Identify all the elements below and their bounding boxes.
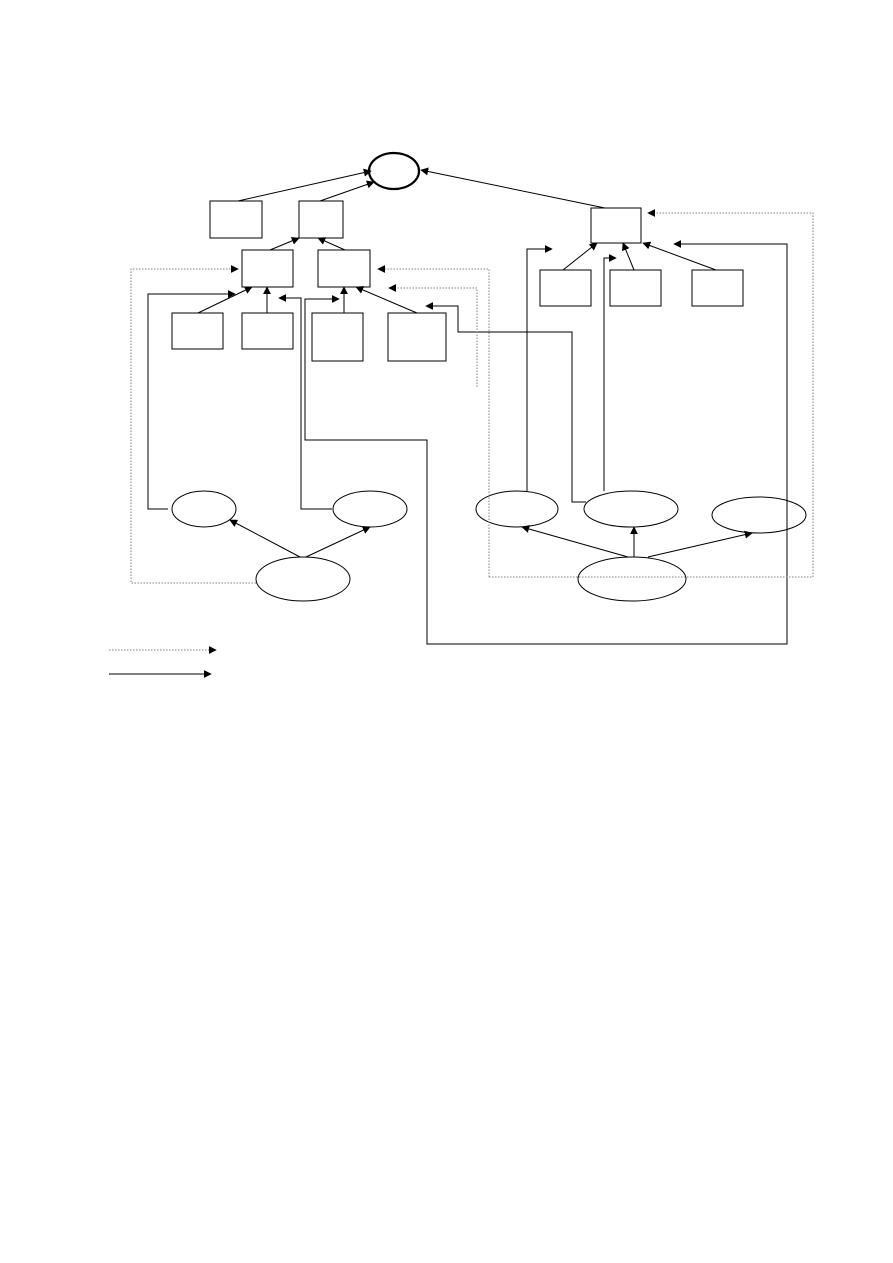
box-a bbox=[209, 200, 263, 239]
box-k bbox=[609, 269, 662, 307]
ellipse-2 bbox=[332, 490, 408, 528]
link-4-c bbox=[526, 245, 553, 491]
link-5-c bbox=[603, 254, 617, 491]
ellipse-7 bbox=[577, 556, 687, 602]
box-e bbox=[317, 249, 371, 288]
edge-f-d bbox=[197, 286, 253, 314]
ellipse-1 bbox=[171, 490, 237, 528]
dotted-group-right bbox=[489, 209, 814, 578]
link-6-e bbox=[304, 295, 788, 645]
dotted-group-middle bbox=[377, 265, 490, 577]
dotted-right-branch bbox=[388, 284, 478, 387]
edge-d-b bbox=[269, 237, 300, 251]
edge-j-c bbox=[562, 242, 598, 271]
ellipse-5 bbox=[583, 490, 679, 528]
box-h bbox=[311, 312, 364, 362]
box-b bbox=[298, 200, 344, 239]
box-c bbox=[590, 207, 642, 244]
box-j bbox=[539, 269, 592, 307]
edge-k-c bbox=[622, 242, 635, 271]
edge-3-2 bbox=[305, 526, 371, 558]
ellipse-6 bbox=[711, 496, 807, 534]
root-node bbox=[367, 151, 421, 191]
ellipse-3 bbox=[255, 556, 351, 602]
box-l bbox=[691, 269, 744, 307]
edge-7-4 bbox=[521, 525, 629, 558]
ellipse-4 bbox=[475, 490, 559, 528]
legend bbox=[109, 646, 217, 678]
edge-a-root bbox=[237, 168, 372, 202]
box-g bbox=[241, 312, 294, 350]
link-5-e bbox=[425, 302, 586, 503]
edge-i-e bbox=[355, 286, 418, 314]
edge-3-1 bbox=[229, 519, 301, 558]
link-6-c bbox=[673, 240, 788, 498]
edge-b-root bbox=[319, 180, 375, 202]
link-2-d bbox=[278, 294, 332, 510]
dotted-group-left bbox=[130, 265, 256, 584]
edge-l-c bbox=[642, 241, 717, 271]
link-1-d bbox=[147, 290, 236, 510]
box-d bbox=[241, 249, 294, 288]
box-f bbox=[171, 312, 224, 350]
edge-c-root bbox=[420, 167, 606, 209]
box-i bbox=[387, 312, 447, 362]
edge-7-6 bbox=[647, 530, 753, 558]
edge-e-b bbox=[317, 237, 346, 251]
